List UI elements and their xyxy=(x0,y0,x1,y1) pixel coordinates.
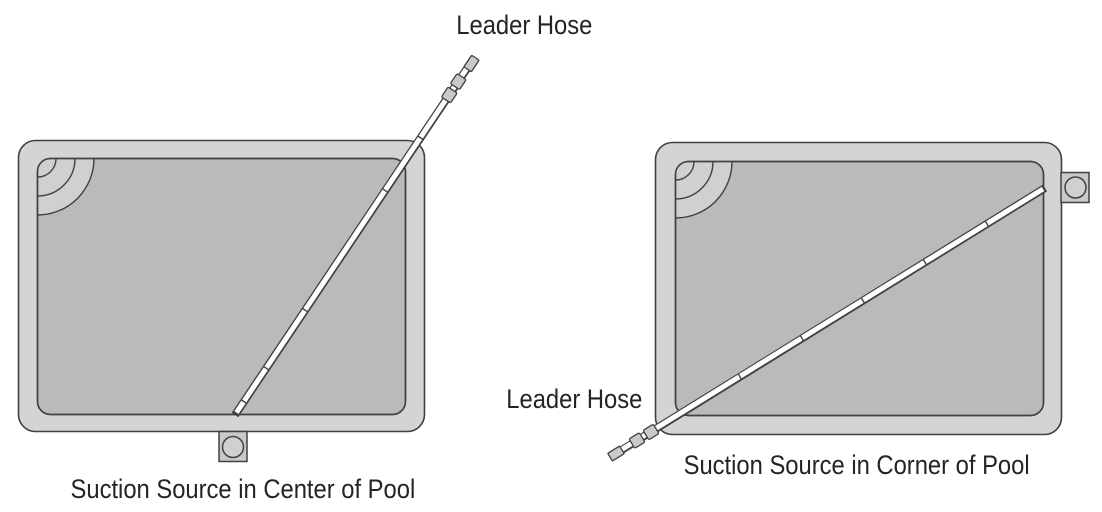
steps-outer-arc xyxy=(675,161,733,219)
suction-source-corner xyxy=(1060,171,1090,204)
pool-center-diagram xyxy=(17,54,480,463)
hose-connector-sleeve xyxy=(642,424,660,440)
hose-end-cap xyxy=(607,445,625,462)
hose-connector-sleeve xyxy=(441,86,458,104)
hose-end-cap xyxy=(463,54,480,73)
hose-body xyxy=(234,66,470,414)
hose-body xyxy=(614,186,1045,456)
pool-water xyxy=(674,160,1045,417)
pool-steps-icon xyxy=(675,161,733,219)
pool-corner-diagram xyxy=(607,141,1090,462)
pool-steps-icon xyxy=(37,158,95,216)
hose-joints xyxy=(737,220,990,381)
hose-connector-sleeve xyxy=(450,73,467,90)
pool-water xyxy=(36,157,407,416)
steps-middle-arc xyxy=(675,161,714,200)
suction-port-icon xyxy=(1064,176,1087,199)
suction-source-center xyxy=(218,430,248,463)
suction-port-icon xyxy=(221,435,245,459)
steps-outer-arc xyxy=(37,158,95,216)
hose-joints xyxy=(241,135,424,405)
leader-hose-corner xyxy=(607,184,1048,462)
leader-hose-center xyxy=(231,54,480,418)
pool-water-edge xyxy=(36,157,407,416)
steps-inner-arc xyxy=(675,161,695,181)
pool-water-edge xyxy=(674,160,1045,417)
steps-middle-arc xyxy=(37,158,76,197)
hose-connector-sleeve xyxy=(628,432,646,449)
steps-inner-arc xyxy=(37,158,57,178)
